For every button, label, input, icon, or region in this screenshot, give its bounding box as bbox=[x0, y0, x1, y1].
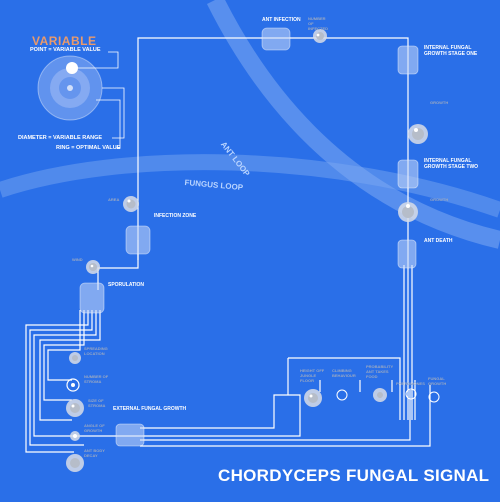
stage-two-gauge bbox=[398, 202, 418, 222]
infection-zone-box bbox=[125, 225, 151, 255]
legend-title: VARIABLE bbox=[32, 34, 97, 48]
fungus-loop-band bbox=[0, 154, 500, 218]
size-stroma-label: SIZE OF STROMA bbox=[88, 398, 106, 408]
sporulation-box bbox=[79, 282, 105, 314]
decay-gauge bbox=[66, 454, 84, 472]
sporulation-label: SPORULATION bbox=[108, 282, 145, 288]
pheromones-label: PHEROMONES bbox=[396, 381, 425, 386]
stage-one-gauge-label: GROWTH bbox=[430, 100, 449, 105]
ant-infection-label: ANT INFECTION bbox=[262, 17, 301, 23]
spreading-gauge bbox=[69, 352, 81, 364]
infected-gauge bbox=[313, 29, 327, 43]
height-label: HEIGHT OFF JUNGLE FLOOR bbox=[300, 368, 325, 383]
wind-label: WIND bbox=[72, 257, 83, 262]
legend-diameter: DIAMETER = VARIABLE RANGE bbox=[18, 135, 103, 141]
stage-two-gauge-label: GROWTH bbox=[430, 197, 449, 202]
fungal-growth-label: FUNGAL GROWTH bbox=[428, 376, 447, 386]
probability-gauge bbox=[373, 388, 387, 402]
probability-label: PROBABILITY ANT TAKES FOOD bbox=[366, 364, 394, 379]
number-stroma-label: NUMBER OF STROMA bbox=[84, 374, 109, 384]
page-title: CHORDYCEPS FUNGAL SIGNAL bbox=[218, 466, 490, 485]
ant-infection-box bbox=[261, 27, 291, 51]
ant-body-decay-label: ANT BODY DECAY bbox=[84, 448, 105, 458]
stage-one-box bbox=[397, 45, 419, 75]
stage-one-label: INTERNAL FUNGAL GROWTH STAGE ONE bbox=[424, 45, 478, 57]
legend-point: POINT = VARIABLE VALUE bbox=[30, 47, 101, 53]
pheromones-gauge bbox=[405, 388, 417, 400]
stage-one-gauge bbox=[408, 124, 428, 144]
climbing-gauge bbox=[336, 389, 348, 401]
stage-two-box bbox=[397, 159, 419, 189]
number-infected-label: NUMBER OF INFECTED bbox=[308, 16, 328, 31]
number-stroma-gauge bbox=[66, 378, 80, 392]
fungal-growth-gauge bbox=[428, 391, 440, 403]
ant-death-box bbox=[397, 239, 417, 269]
size-stroma-gauge bbox=[66, 399, 84, 417]
external-growth-box bbox=[115, 423, 145, 447]
spreading-location-label: SPREADING LOCATION bbox=[84, 346, 108, 356]
stage-two-label: INTERNAL FUNGAL GROWTH STAGE TWO bbox=[424, 158, 479, 170]
wind-gauge bbox=[86, 260, 100, 274]
external-growth-label: EXTERNAL FUNGAL GROWTH bbox=[113, 406, 187, 412]
infection-zone-label: INFECTION ZONE bbox=[154, 213, 197, 219]
height-gauge bbox=[304, 389, 322, 407]
angle-growth-label: ANGLE OF GROWTH bbox=[84, 423, 105, 433]
area-label: AREA bbox=[108, 197, 120, 202]
gauges bbox=[66, 29, 440, 472]
angle-growth-gauge bbox=[70, 431, 80, 441]
ant-loop-band bbox=[206, 0, 500, 249]
stage-boxes bbox=[79, 27, 419, 447]
area-gauge bbox=[123, 196, 139, 212]
legend-gauge bbox=[37, 51, 125, 149]
ant-death-label: ANT DEATH bbox=[424, 238, 453, 244]
climbing-label: CLIMBING BEHAVIOUR bbox=[332, 368, 356, 378]
legend-ring: RING = OPTIMAL VALUE bbox=[56, 145, 121, 151]
